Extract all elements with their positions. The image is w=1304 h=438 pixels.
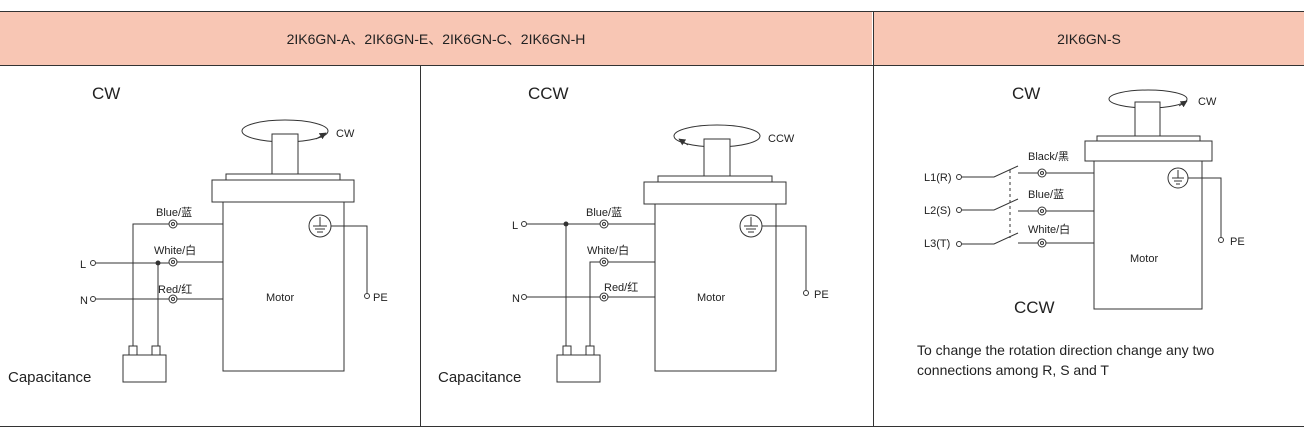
capacitor xyxy=(556,354,601,383)
motor-label: Motor xyxy=(1130,253,1158,265)
motor-label: Motor xyxy=(266,292,294,304)
motor-body xyxy=(654,203,777,372)
wire-white-label: White/白 xyxy=(1028,222,1070,236)
panel-ccw: CCW CCW Motor PE Blue/ xyxy=(438,84,829,386)
motor-body xyxy=(222,201,345,372)
terminal-blue xyxy=(1037,206,1047,216)
motor-shaft xyxy=(1134,101,1161,139)
header-three-phase: 2IK6GN-S xyxy=(874,12,1304,65)
panel-ccw-rotation-label: CCW xyxy=(768,133,795,145)
terminal-white xyxy=(1037,238,1047,248)
line-n-terminal xyxy=(90,296,96,302)
rotation-change-note: To change the rotation direction change … xyxy=(917,342,1215,378)
wire-white-label: White/白 xyxy=(154,243,196,257)
terminal-blue xyxy=(599,219,609,229)
line-l2-terminal xyxy=(956,207,962,213)
pe-label: PE xyxy=(373,292,388,304)
line-l-label: L xyxy=(512,220,518,232)
pe-terminal xyxy=(364,293,370,299)
line-n-label: N xyxy=(512,293,520,305)
motor-shaft xyxy=(703,138,731,181)
motor-flange xyxy=(211,179,355,203)
capacitor xyxy=(122,354,167,383)
motor-label: Motor xyxy=(697,292,725,304)
terminal-blue xyxy=(168,219,178,229)
wire-white-label: White/白 xyxy=(587,243,629,257)
header-single-phase: 2IK6GN-A、2IK6GN-E、2IK6GN-C、2IK6GN-H xyxy=(0,12,872,65)
wire-red-label: Red/红 xyxy=(604,281,638,294)
panel-3ph-ccw-label: CCW xyxy=(1014,298,1055,317)
panel-cw-title: CW xyxy=(92,84,120,103)
line-l1-terminal xyxy=(956,174,962,180)
panel-three-phase: CW CW Motor PE xyxy=(924,84,1245,317)
rotation-arrowhead-cw xyxy=(1178,100,1188,108)
line-l-terminal xyxy=(521,221,527,227)
line-n-label: N xyxy=(80,295,88,307)
header-single-phase-label: 2IK6GN-A、2IK6GN-E、2IK6GN-C、2IK6GN-H xyxy=(286,30,586,47)
header-three-phase-label: 2IK6GN-S xyxy=(1057,30,1121,47)
terminal-red xyxy=(168,294,178,304)
line-l2-label: L2(S) xyxy=(924,205,951,217)
pe-terminal xyxy=(1218,237,1224,243)
pe-terminal xyxy=(803,290,809,296)
rotation-arrowhead-ccw xyxy=(678,138,689,146)
line-l-label: L xyxy=(80,259,86,271)
pe-label: PE xyxy=(1230,236,1245,248)
terminal-white xyxy=(599,257,609,267)
line-n-terminal xyxy=(521,294,527,300)
motor-flange xyxy=(1084,140,1213,162)
wire-red-label: Red/红 xyxy=(158,283,192,296)
motor-flange-top xyxy=(1096,135,1201,142)
line-l1-label: L1(R) xyxy=(924,172,952,184)
rotation-arrowhead-cw xyxy=(315,132,327,140)
wire-blue-label: Blue/蓝 xyxy=(156,206,192,219)
terminal-white xyxy=(168,257,178,267)
panel-ccw-title: CCW xyxy=(528,84,569,103)
pe-label: PE xyxy=(814,289,829,301)
panel-cw-rotation-label: CW xyxy=(336,128,355,140)
line-l3-terminal xyxy=(956,241,962,247)
motor-flange-top xyxy=(657,175,773,183)
motor-shaft xyxy=(271,133,299,181)
motor-flange xyxy=(643,181,787,205)
panel-3ph-title: CW xyxy=(1012,84,1040,103)
terminal-black xyxy=(1037,168,1047,178)
capacitance-label: Capacitance xyxy=(8,369,91,386)
panel-3ph-rotation-label: CW xyxy=(1198,96,1217,108)
panel-cw: CW CW Motor PE xyxy=(8,84,388,386)
line-l-terminal xyxy=(90,260,96,266)
wire-blue-label: Blue/蓝 xyxy=(1028,188,1064,201)
terminal-red xyxy=(599,292,609,302)
wire-black-label: Black/黑 xyxy=(1028,150,1069,163)
motor-flange-top xyxy=(225,173,341,181)
wire-blue-label: Blue/蓝 xyxy=(586,206,622,219)
line-l3-label: L3(T) xyxy=(924,238,950,250)
motor-body xyxy=(1093,160,1203,310)
capacitance-label: Capacitance xyxy=(438,369,521,386)
